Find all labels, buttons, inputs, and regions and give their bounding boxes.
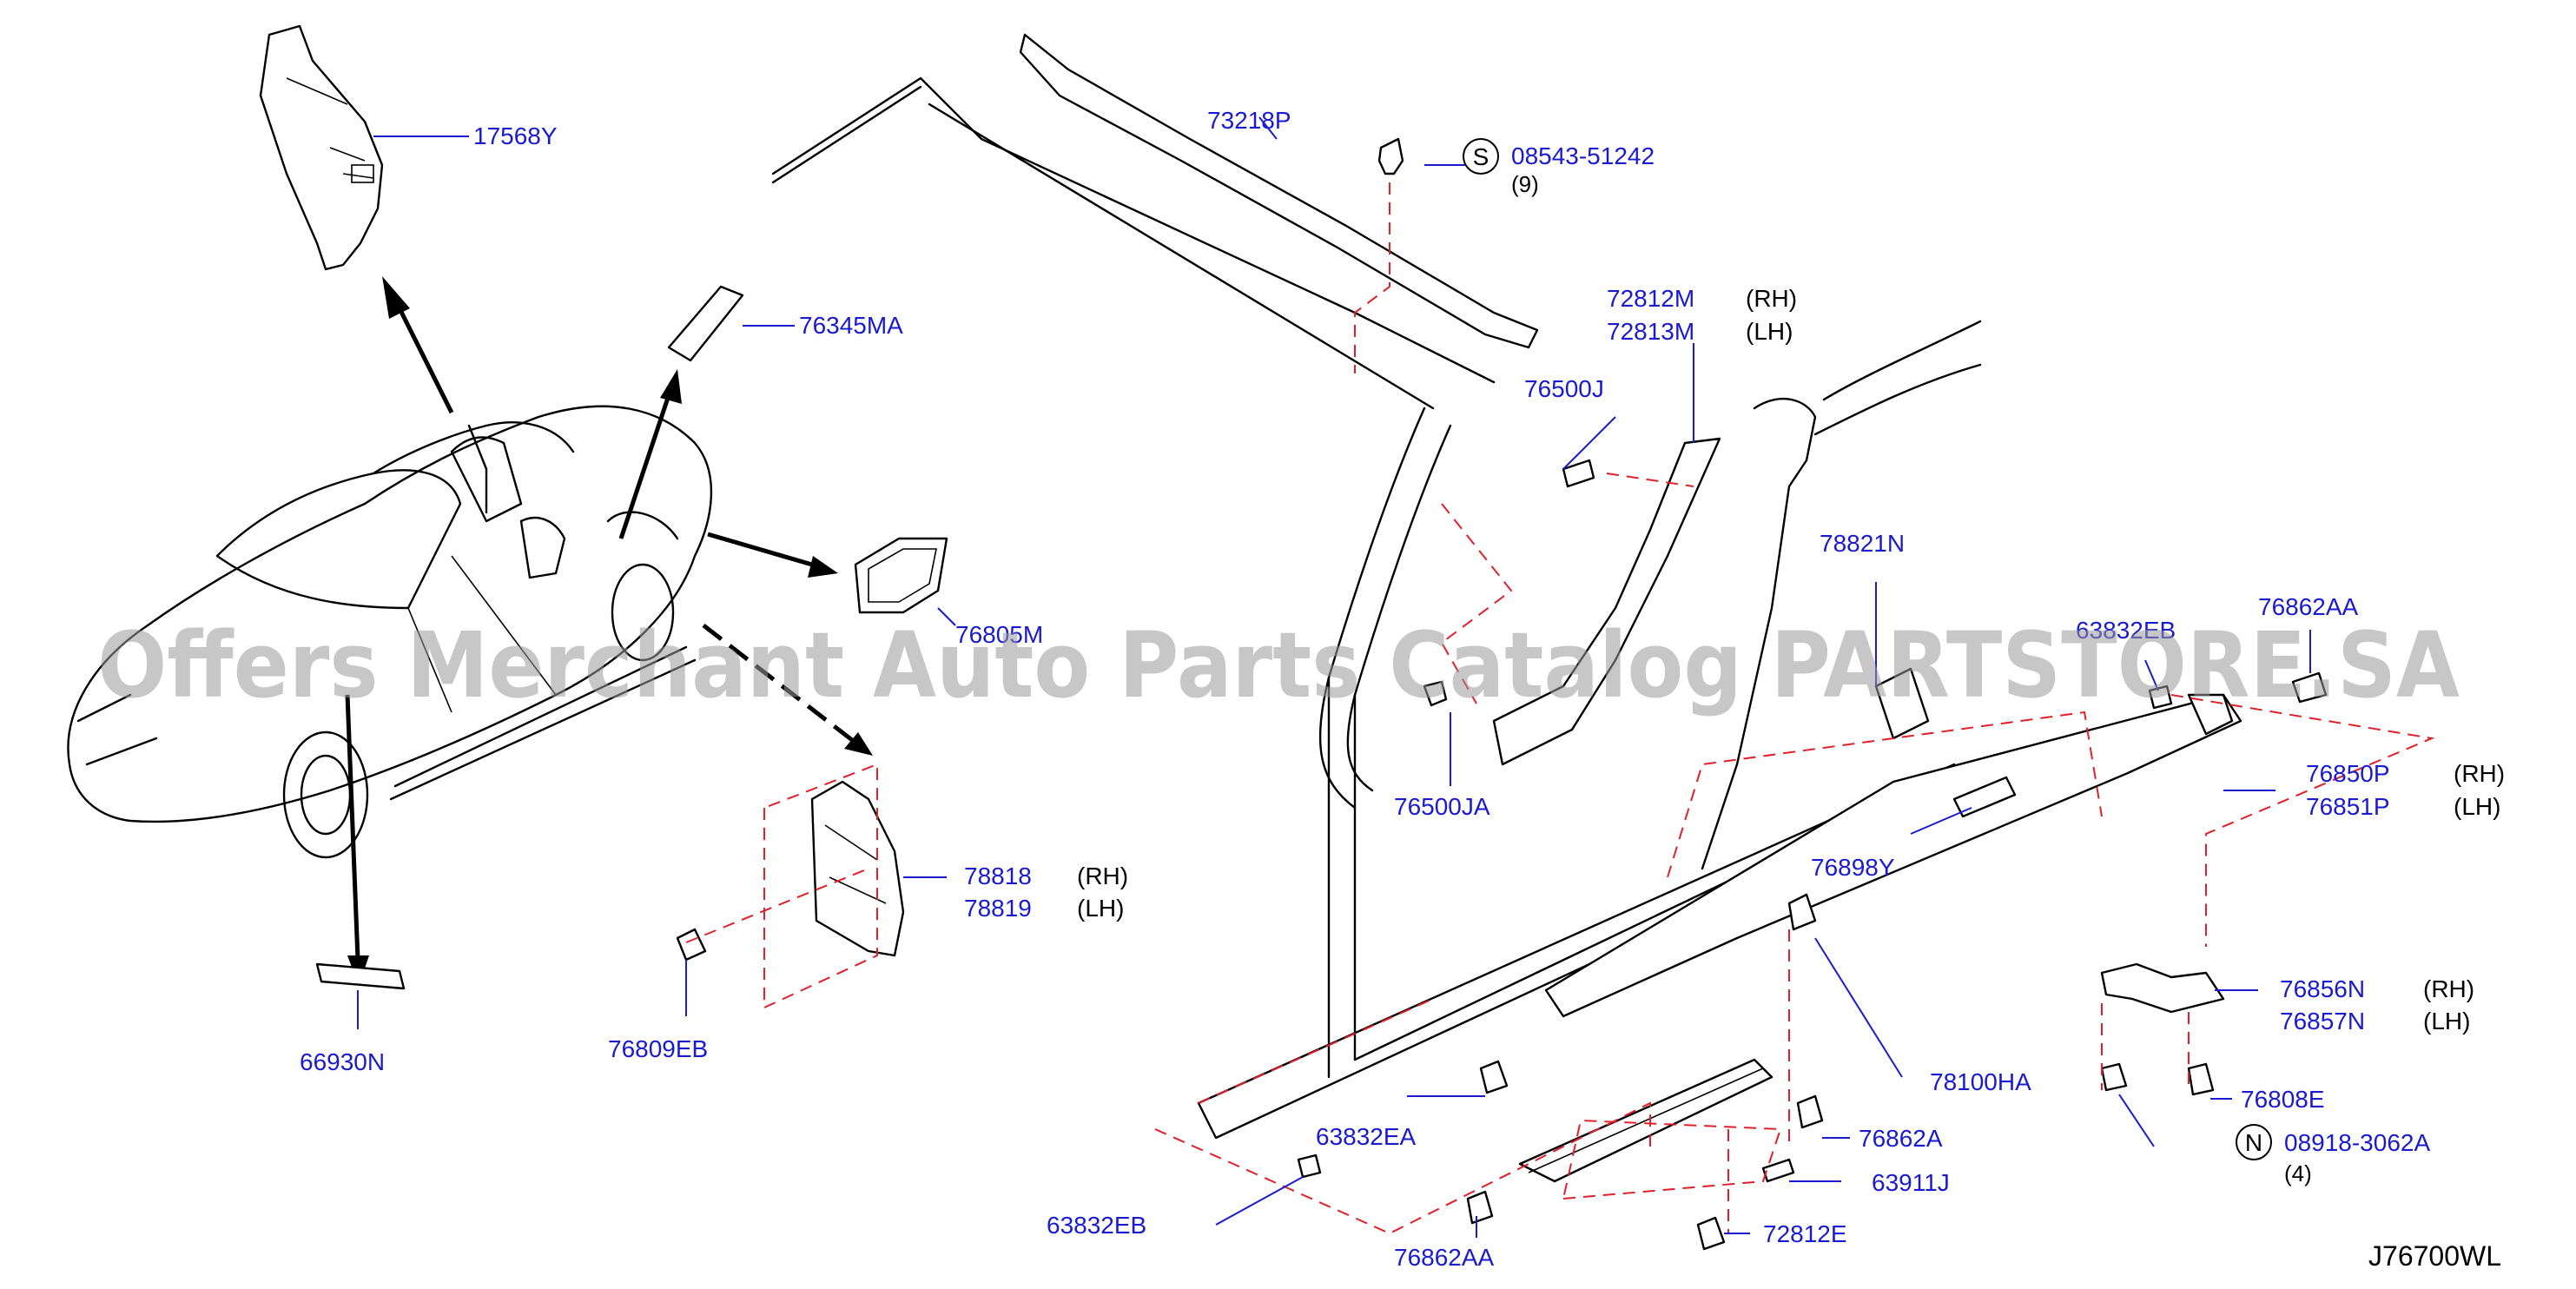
- label-63911J[interactable]: 63911J: [1872, 1169, 1950, 1196]
- symbol-s-circle: [1463, 138, 1499, 175]
- leader-lines: [357, 116, 2311, 1238]
- label-66930N[interactable]: 66930N: [300, 1048, 385, 1075]
- side-78818: (RH): [1077, 863, 1128, 889]
- label-76805M[interactable]: 76805M: [955, 621, 1043, 648]
- label-08918-3062A[interactable]: 08918-3062A: [2284, 1129, 2430, 1156]
- label-63832EA[interactable]: 63832EA: [1316, 1123, 1417, 1150]
- car-overview-illustration: [67, 405, 713, 859]
- label-17568Y[interactable]: 17568Y: [473, 122, 558, 149]
- label-76857N[interactable]: 76857N: [2280, 1008, 2365, 1035]
- side-76857N: (LH): [2423, 1008, 2470, 1035]
- part-78818-splash-guard: [810, 780, 905, 957]
- label-76862AA-top[interactable]: 76862AA: [2258, 593, 2359, 620]
- part-76805M-gasket: [854, 537, 948, 614]
- part-66930N-molding: [315, 962, 406, 990]
- fasteners: [676, 137, 2328, 1251]
- label-76500J[interactable]: 76500J: [1524, 375, 1604, 402]
- label-72813M[interactable]: 72813M: [1607, 318, 1694, 345]
- side-72813M: (LH): [1746, 318, 1793, 345]
- label-72812E[interactable]: 72812E: [1763, 1220, 1847, 1247]
- part-a-pillar-frame: [771, 76, 1496, 1079]
- diagram-code: J76700WL: [2368, 1240, 2501, 1272]
- label-76862A[interactable]: 76862A: [1859, 1125, 1943, 1152]
- label-78821N[interactable]: 78821N: [1820, 530, 1905, 557]
- part-76898Y-label: [1952, 776, 2017, 818]
- part-78821N-pad: [1874, 667, 1930, 740]
- alignment-dash-lines: [685, 182, 2435, 1235]
- label-76851P[interactable]: 76851P: [2306, 793, 2390, 820]
- side-72812M: (RH): [1746, 285, 1797, 312]
- callout-labels: 17568Y 76345MA 73218P 08543-51242 (9) 72…: [300, 107, 2505, 1271]
- label-76500JA[interactable]: 76500JA: [1394, 793, 1490, 820]
- label-76809EB[interactable]: 76809EB: [608, 1035, 708, 1062]
- label-76850P[interactable]: 76850P: [2306, 760, 2390, 787]
- watermark: Offers Merchant Auto Parts Catalog PARTS…: [97, 612, 2460, 718]
- label-78819[interactable]: 78819: [964, 895, 1032, 922]
- label-63832EB-bottom[interactable]: 63832EB: [1047, 1212, 1146, 1239]
- label-73218P[interactable]: 73218P: [1207, 107, 1291, 134]
- part-76345MA-pad: [667, 285, 744, 362]
- symbol-n-circle: [2236, 1124, 2272, 1160]
- side-76856N: (RH): [2423, 975, 2474, 1002]
- qty-08918-3062A: (4): [2284, 1160, 2312, 1187]
- part-73218P-header-strip: [1019, 33, 1539, 349]
- label-76345MA[interactable]: 76345MA: [799, 312, 903, 339]
- label-76862AA-bottom[interactable]: 76862AA: [1394, 1244, 1495, 1271]
- side-76851P: (LH): [2454, 793, 2500, 820]
- part-17568Y-bracket: [259, 24, 384, 271]
- label-72812M[interactable]: 72812M: [1607, 285, 1694, 312]
- symbol-n-text: N: [2245, 1129, 2262, 1156]
- label-78818[interactable]: 78818: [964, 863, 1032, 889]
- label-78100HA[interactable]: 78100HA: [1930, 1068, 2031, 1095]
- label-63832EB-top[interactable]: 63832EB: [2076, 617, 2176, 644]
- label-76808E[interactable]: 76808E: [2241, 1086, 2325, 1113]
- side-76850P: (RH): [2454, 760, 2505, 787]
- label-76898Y[interactable]: 76898Y: [1811, 854, 1895, 881]
- label-08543-51242[interactable]: 08543-51242: [1511, 142, 1655, 169]
- part-76850P-side-sill: [1544, 693, 2242, 1018]
- qty-08543-51242: (9): [1511, 171, 1539, 197]
- side-78819: (LH): [1077, 895, 1124, 922]
- symbol-s-text: S: [1473, 143, 1489, 170]
- part-72812M-pillar-trim: [1492, 437, 1721, 766]
- part-76856N-bracket: [2100, 962, 2225, 1014]
- label-76856N[interactable]: 76856N: [2280, 975, 2365, 1002]
